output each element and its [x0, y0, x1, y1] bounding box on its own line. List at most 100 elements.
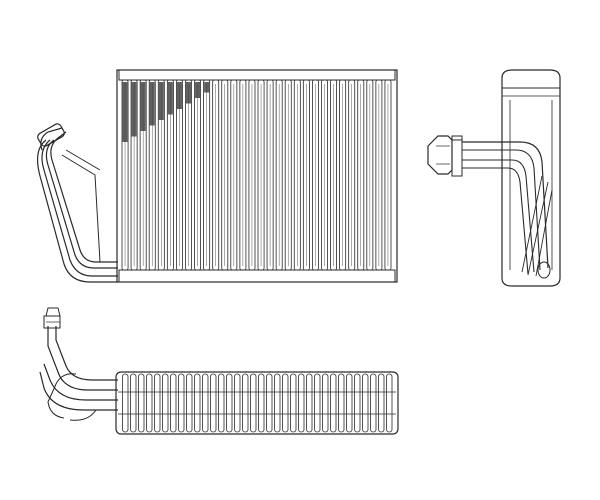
front-tube [357, 79, 365, 271]
side-view [427, 69, 561, 287]
top-fin [194, 373, 201, 433]
side-pipe-3 [462, 159, 535, 273]
front-bracket-2 [65, 149, 101, 171]
front-bottom-header [118, 269, 396, 283]
top-pipe-2 [47, 326, 118, 391]
top-pipe-assembly [39, 307, 118, 421]
top-fin [178, 373, 185, 433]
front-tube [166, 79, 174, 271]
side-pipe-2 [462, 149, 541, 271]
top-fin [314, 373, 321, 433]
top-fin [330, 373, 337, 433]
top-fin [146, 373, 153, 433]
front-tube [257, 79, 265, 271]
front-tube [293, 79, 301, 271]
top-pipe-bend-2 [69, 409, 97, 421]
front-fin-shade-strip [167, 82, 173, 115]
front-tube [321, 79, 328, 271]
front-pipe-fitting [37, 123, 65, 147]
top-fin [130, 373, 137, 433]
front-fin-shade-strip [158, 82, 164, 120]
top-fin [298, 373, 305, 433]
front-tube [185, 79, 192, 271]
front-tube [384, 79, 392, 271]
top-fin [250, 373, 257, 433]
front-tube [203, 79, 211, 271]
top-pipe-4 [39, 371, 118, 411]
front-pipe-inner-2 [36, 139, 118, 283]
front-fin-shade-strip [149, 82, 155, 126]
top-fin [354, 373, 361, 433]
front-pipe-outer-2 [41, 139, 118, 277]
top-view [39, 307, 399, 435]
front-tube [266, 79, 274, 271]
front-tube [366, 79, 374, 271]
front-pipe-fitting-lip [40, 127, 63, 151]
side-pipe-crossover [521, 175, 553, 277]
front-tube [311, 79, 319, 271]
front-fin-shade-strip [176, 82, 182, 109]
top-fin [386, 373, 393, 433]
top-pipe-bend [47, 373, 77, 419]
top-fin [274, 373, 281, 433]
top-fin [202, 373, 209, 433]
front-tube [230, 79, 238, 271]
top-fin [154, 373, 161, 433]
front-tube [148, 79, 156, 271]
top-core-outline [115, 371, 399, 435]
top-fin [162, 373, 169, 433]
top-fin [378, 373, 385, 433]
top-fin [306, 373, 313, 433]
top-fin [362, 373, 369, 433]
front-tube [175, 79, 183, 271]
top-fin [210, 373, 217, 433]
front-tube [248, 79, 256, 271]
front-tube [157, 79, 165, 271]
front-top-header [118, 69, 396, 81]
top-fin [226, 373, 233, 433]
top-fin [370, 373, 377, 433]
front-fin-shade-strip [204, 82, 210, 93]
top-fin [282, 373, 289, 433]
front-fin-shading [122, 82, 210, 142]
front-fin-shade-strip [122, 82, 128, 142]
front-fin-shade-strip [195, 82, 201, 98]
side-pipe-bend [537, 261, 551, 279]
top-fin [290, 373, 297, 433]
side-pipe-fitting [427, 135, 453, 175]
front-tube [239, 79, 247, 271]
top-fin [242, 373, 249, 433]
front-tube [121, 79, 129, 271]
front-tube [212, 79, 220, 271]
front-tube [330, 79, 337, 271]
front-tube [139, 79, 147, 271]
top-fin [322, 373, 329, 433]
front-pipe-inner [45, 139, 118, 269]
top-fin [218, 373, 225, 433]
front-fin-shade-strip [185, 82, 192, 104]
front-bracket [61, 154, 101, 263]
front-tube [275, 79, 283, 271]
front-tube [339, 79, 347, 271]
side-pipe-4 [462, 167, 529, 275]
top-fin [266, 373, 273, 433]
top-fin [186, 373, 193, 433]
side-pipe-1 [462, 141, 549, 269]
front-pipe-assembly [36, 123, 118, 283]
top-pipe-1 [55, 326, 118, 381]
front-pipe-outer [50, 131, 118, 263]
front-tube [194, 79, 202, 271]
front-view [36, 69, 398, 283]
front-tube [302, 79, 310, 271]
front-tube [348, 79, 356, 271]
front-fin-shade-strip [131, 82, 137, 137]
top-fin [170, 373, 177, 433]
top-fins [122, 373, 393, 433]
side-core-outline [501, 69, 561, 287]
side-fitting-nut [451, 135, 463, 177]
top-fin [138, 373, 145, 433]
front-tube [284, 79, 292, 271]
top-pipe-3 [43, 363, 118, 401]
top-fin [122, 373, 129, 433]
